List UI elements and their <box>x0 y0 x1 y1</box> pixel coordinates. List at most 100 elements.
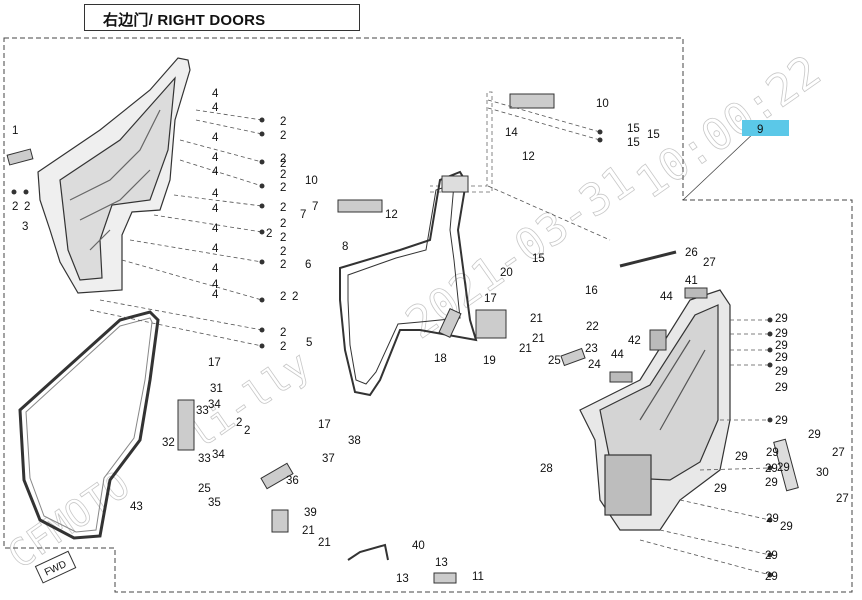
check-strap <box>619 250 677 268</box>
callout-c14: 14 <box>505 127 518 139</box>
callout-c43: 43 <box>130 501 143 513</box>
callout-c29k: 29 <box>765 477 778 489</box>
callout-c4d: 4 <box>212 152 219 164</box>
callout-c17a: 17 <box>484 293 497 305</box>
callout-c4e: 4 <box>212 166 219 178</box>
callout-r2c: 2 <box>280 158 286 170</box>
callout-c35: 35 <box>208 497 221 509</box>
callout-c15d: 15 <box>532 253 545 265</box>
callout-r2m: 2 <box>280 327 286 339</box>
door-frame <box>339 170 478 397</box>
callout-c29o: 29 <box>765 550 778 562</box>
watermark-date: 2021-03-31 <box>397 155 643 349</box>
callout-c34a: 34 <box>208 399 221 411</box>
callout-c23: 23 <box>585 343 598 355</box>
callout-c21d: 21 <box>302 525 315 537</box>
frame-boundary <box>430 91 493 193</box>
callout-c21a: 21 <box>530 313 543 325</box>
title-box: 右边门/ RIGHT DOORS <box>84 4 360 31</box>
callout-c29d: 29 <box>775 352 788 364</box>
callout-c12a: 12 <box>385 209 398 221</box>
watermark-user: li-lly <box>180 343 318 458</box>
callout-c10b: 10 <box>596 98 609 110</box>
callout-c4c: 4 <box>212 132 219 144</box>
inner-door-panel <box>579 289 731 531</box>
callout-c4f: 4 <box>212 188 219 200</box>
callout-r2h: 2 <box>280 232 286 244</box>
callout-c32: 32 <box>162 437 175 449</box>
callout-c33a: 33 <box>196 405 209 417</box>
callout-r2g: 2 <box>280 218 286 230</box>
callout-c29l: 29 <box>714 483 727 495</box>
door-seal <box>18 310 160 540</box>
callout-r2k: 2 <box>280 291 286 303</box>
callout-c29e: 29 <box>775 366 788 378</box>
door-handle-part-1 <box>6 148 34 166</box>
callout-c21e: 21 <box>318 537 331 549</box>
callout-c24: 24 <box>588 359 601 371</box>
small-parts <box>177 308 586 584</box>
callout-c19: 19 <box>483 355 496 367</box>
cable-40 <box>347 543 389 561</box>
callout-c18: 18 <box>434 353 447 365</box>
callout-c13a: 13 <box>435 557 448 569</box>
callout-c20: 20 <box>500 267 513 279</box>
callout-c42: 42 <box>628 335 641 347</box>
callout-c29b: 29 <box>775 328 788 340</box>
clip-42 <box>649 329 667 351</box>
callout-c8: 8 <box>342 241 348 253</box>
grab-handle <box>773 438 799 492</box>
callout-c2y: 2 <box>244 425 250 437</box>
callout-c5: 5 <box>306 337 312 349</box>
callout-r2o: 2 <box>280 153 286 165</box>
callout-c25b: 25 <box>198 483 211 495</box>
callout-c2a: 2 <box>12 201 18 213</box>
callout-c11: 11 <box>472 571 484 583</box>
callout-r2d: 2 <box>280 182 286 194</box>
callout-c4g: 4 <box>212 203 219 215</box>
watermark-time: 10:00:22 <box>627 46 830 209</box>
callout-c4j: 4 <box>212 263 219 275</box>
callout-c3: 3 <box>22 221 28 233</box>
callout-c6: 6 <box>305 259 311 271</box>
callout-c7a: 7 <box>300 209 306 221</box>
callout-c12b: 12 <box>522 151 535 163</box>
callout-r2p: 2 <box>280 169 286 181</box>
callout-r2e: 2 <box>280 202 286 214</box>
callout-r2f: 2 <box>266 228 272 240</box>
callout-c29q: 29 <box>766 447 779 459</box>
bracket-11 <box>433 572 457 584</box>
callout-c44b: 44 <box>611 349 624 361</box>
callout-c33b: 33 <box>198 453 211 465</box>
highlight-box <box>742 120 789 136</box>
callout-c27b: 27 <box>832 447 845 459</box>
left-door-panel <box>37 57 191 294</box>
callout-c41: 41 <box>685 275 698 287</box>
callout-c37: 37 <box>322 453 335 465</box>
callout-c25a: 25 <box>548 355 561 367</box>
callout-c29f: 29 <box>775 382 788 394</box>
callout-c27c: 27 <box>836 493 849 505</box>
callout-c29g: 29 <box>775 415 788 427</box>
callout-c30: 30 <box>816 467 829 479</box>
callout-c2b: 2 <box>24 201 30 213</box>
callout-r2b: 2 <box>280 130 286 142</box>
callout-c17c: 17 <box>318 419 331 431</box>
callout-c27a: 27 <box>703 257 716 269</box>
callout-c26: 26 <box>685 247 698 259</box>
callout-c29n: 29 <box>780 521 793 533</box>
diagram-title: 右边门/ RIGHT DOORS <box>103 12 266 29</box>
pad-44-lower <box>609 371 633 383</box>
callout-r2i: 2 <box>280 246 286 258</box>
bracket-32 <box>177 399 195 451</box>
callout-c34b: 34 <box>212 449 225 461</box>
callout-c16: 16 <box>585 285 598 297</box>
callout-c29p: 29 <box>765 571 778 583</box>
callout-9: 9 <box>757 124 763 136</box>
callout-c10a: 10 <box>305 175 318 187</box>
latch-assembly <box>475 309 507 339</box>
callout-c21c: 21 <box>519 343 532 355</box>
callout-c15b: 15 <box>647 129 660 141</box>
